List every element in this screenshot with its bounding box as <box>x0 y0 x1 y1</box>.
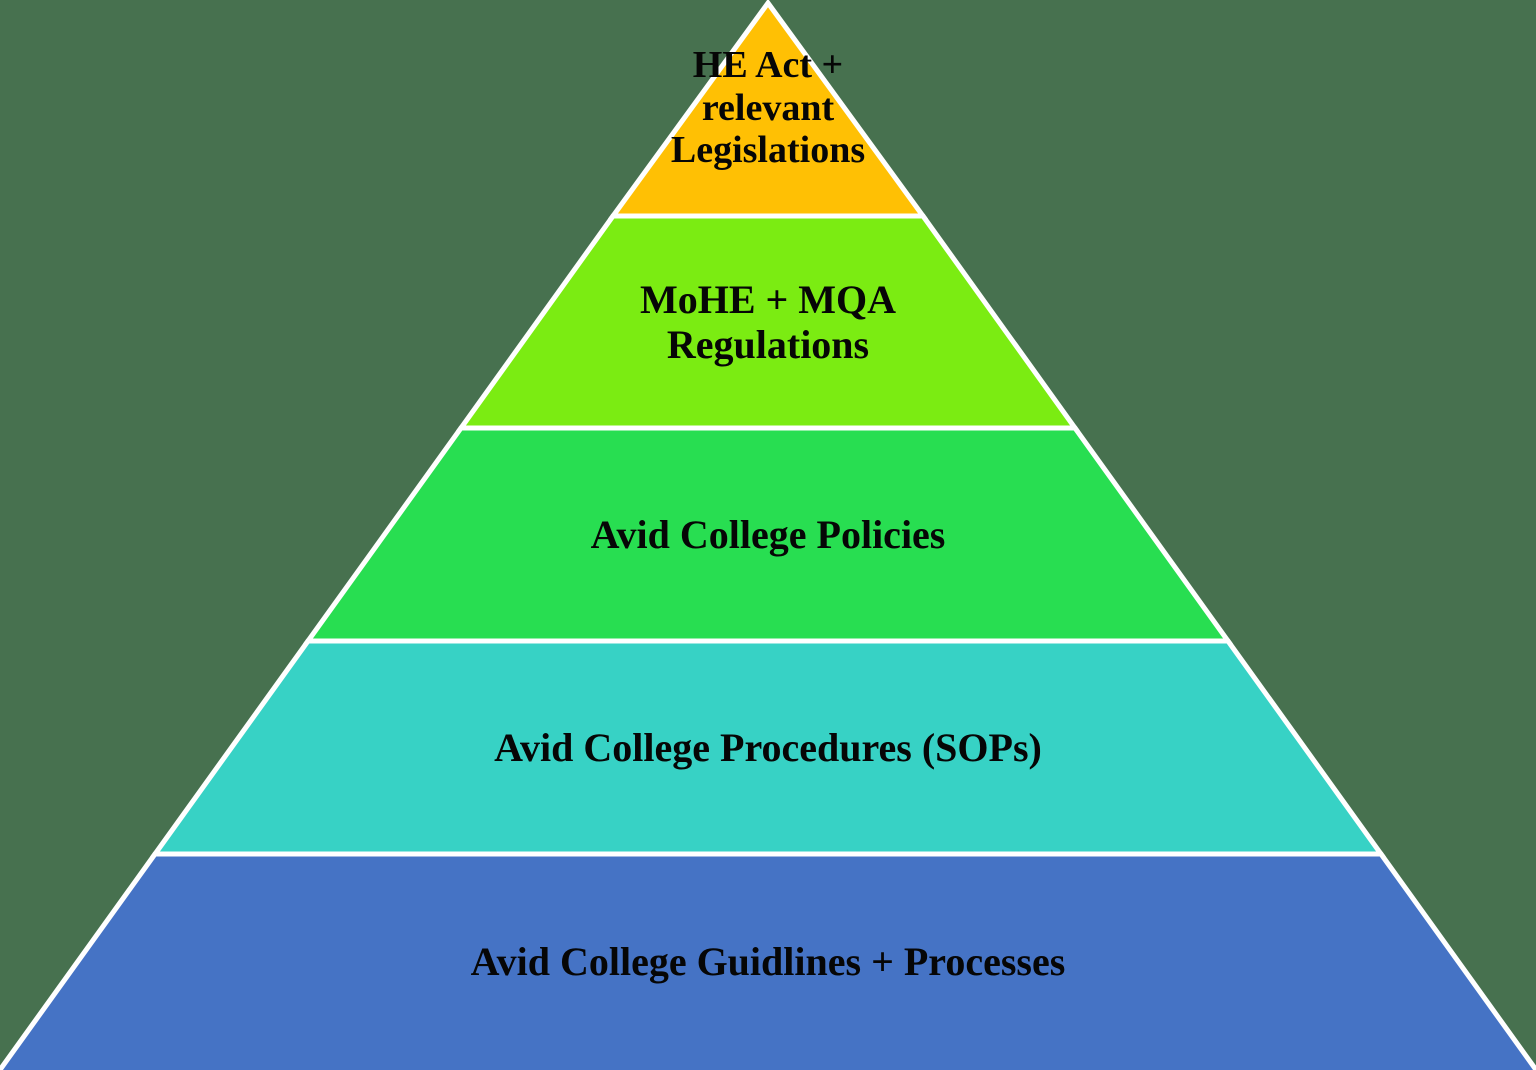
pyramid-level-3-shape <box>303 425 1233 644</box>
pyramid-level-5-shape <box>0 851 1536 1070</box>
pyramid-level-4-shape <box>150 638 1386 857</box>
